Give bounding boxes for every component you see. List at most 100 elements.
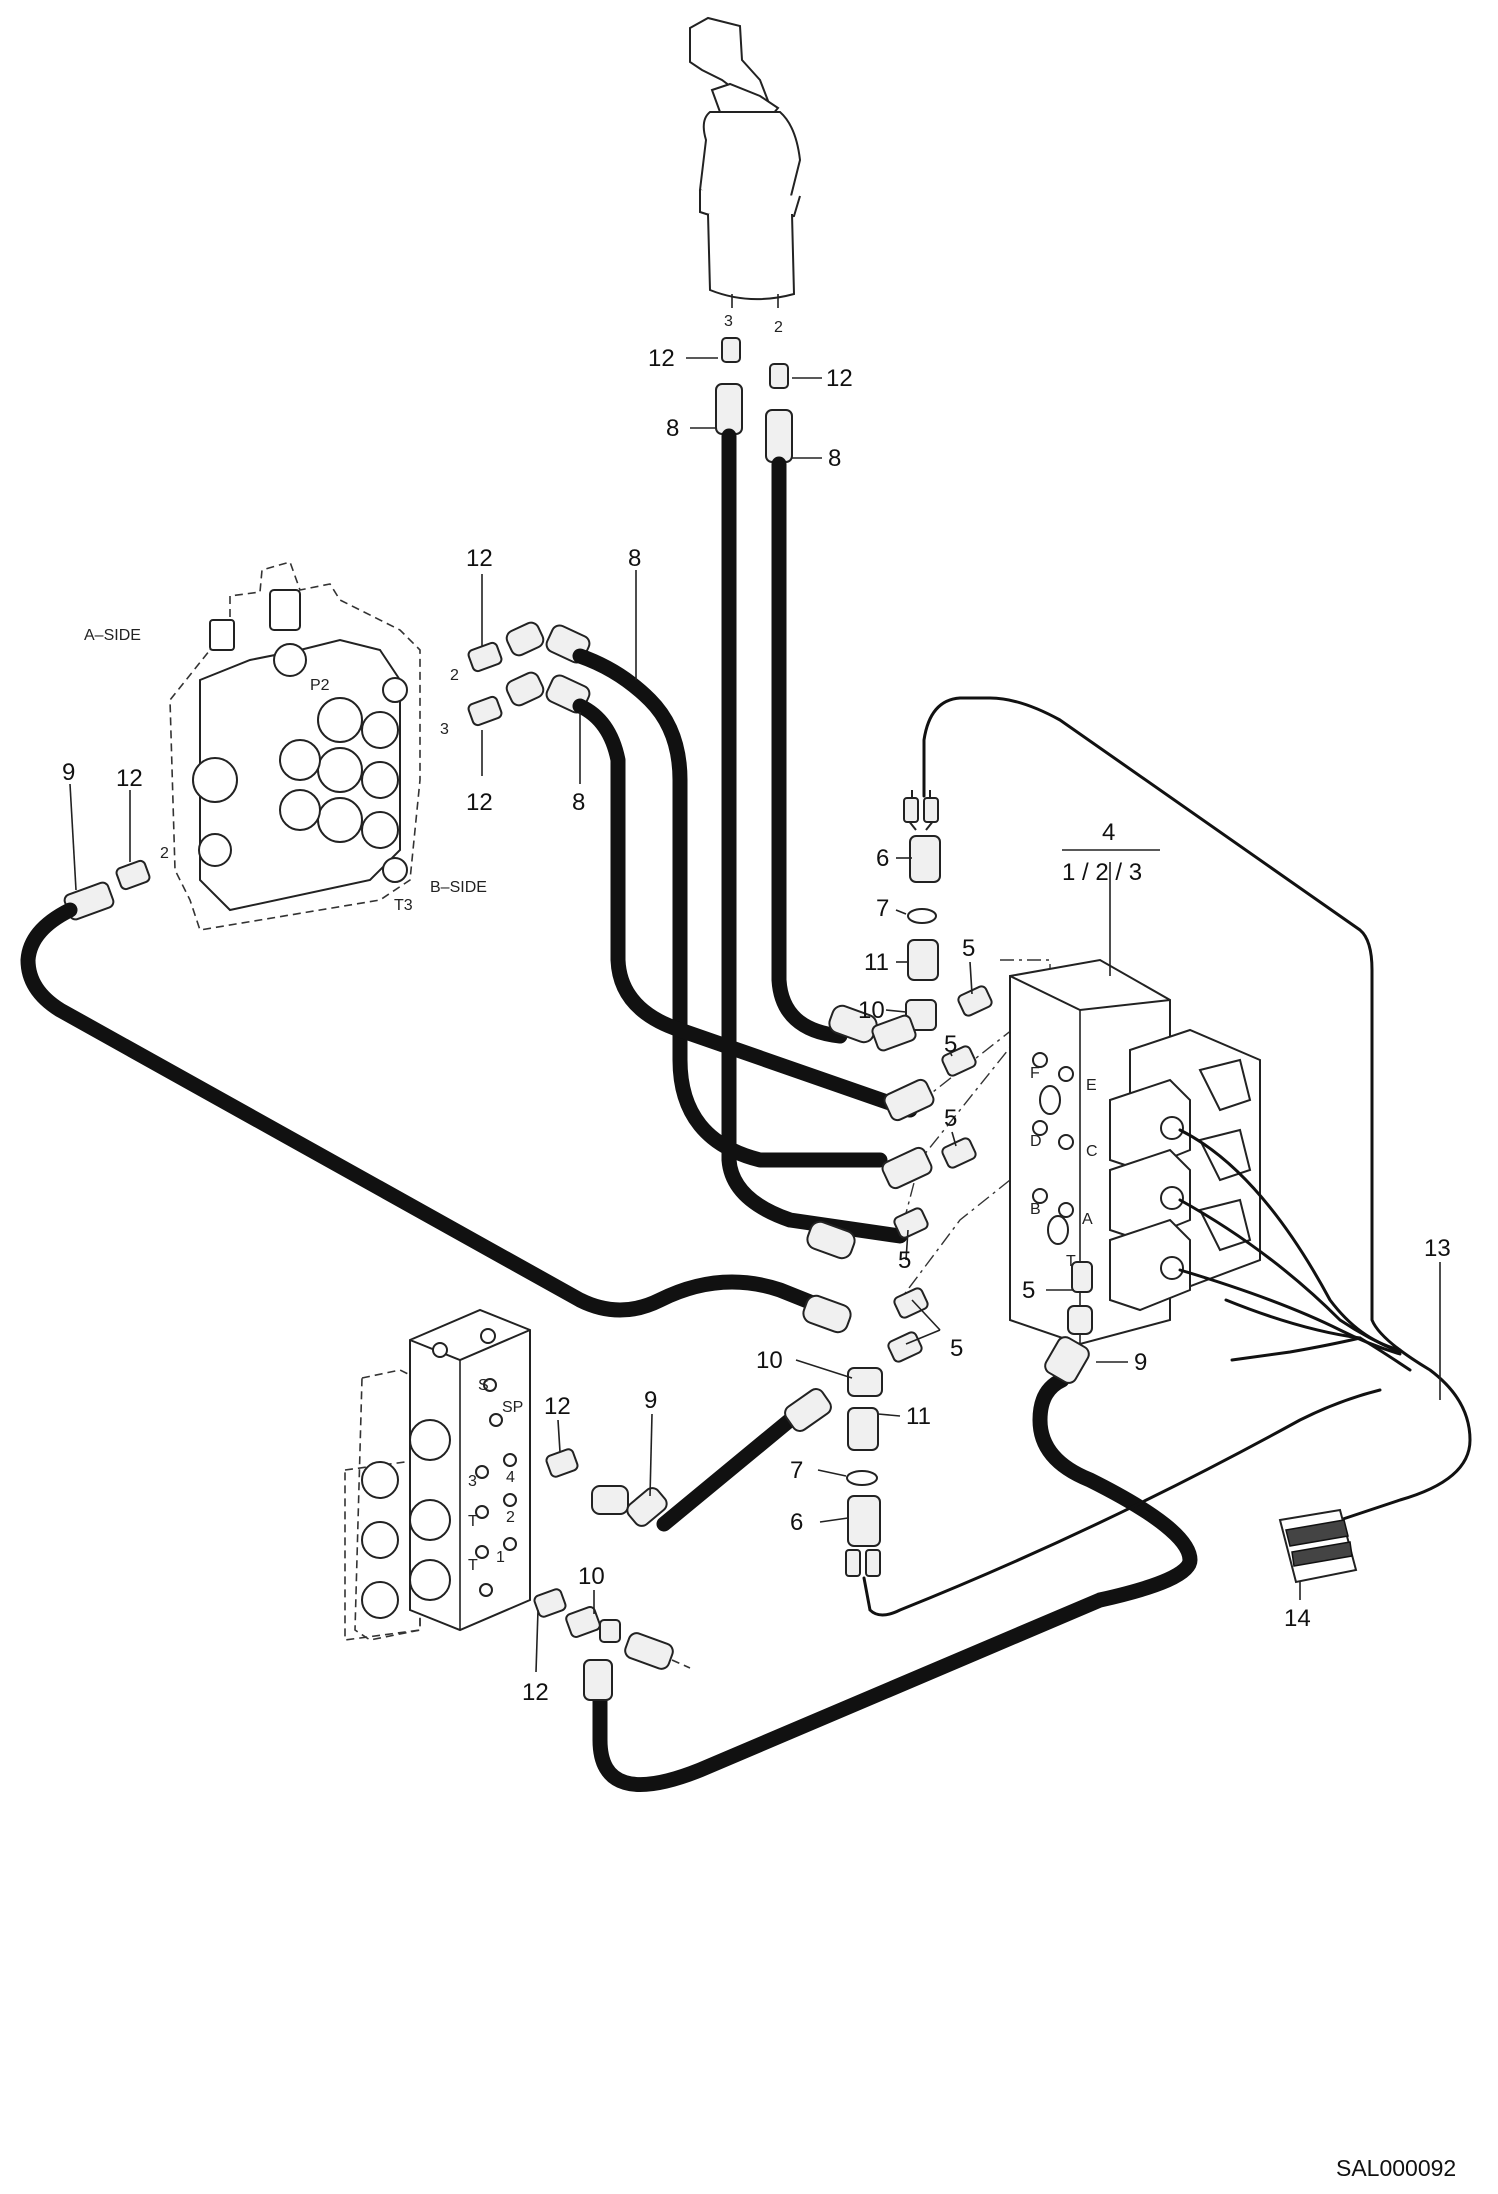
- fitting-5-f: [887, 1331, 923, 1363]
- joystick-port-2: 2: [774, 319, 783, 336]
- hose-9-return: [592, 1372, 1198, 1792]
- solenoid-port-d: D: [1030, 1133, 1042, 1150]
- drawing-id: SAL000092: [1336, 2155, 1456, 2181]
- pilot-port-3: 3: [468, 1473, 477, 1490]
- elbow-top: [505, 621, 545, 657]
- callout-5-e: 5: [1022, 1277, 1035, 1304]
- solenoid-port-e: E: [1086, 1077, 1097, 1094]
- solenoid-port-a: A: [1082, 1211, 1093, 1228]
- hose-end-bottom-pilot: [583, 1659, 613, 1701]
- callout-5-c: 5: [944, 1105, 957, 1132]
- adapter-11-mid: [847, 1407, 879, 1451]
- hose-8-mid-route: [572, 698, 918, 1118]
- fitting-12-valve-bottom: [467, 695, 503, 727]
- callout-11-mid: 11: [906, 1403, 931, 1430]
- pilot-valve-block: [344, 1308, 531, 1641]
- callout-7-top: 7: [876, 895, 889, 922]
- solenoid-port-f: F: [1030, 1065, 1040, 1082]
- pilot-port-4: 4: [506, 1469, 515, 1486]
- hose-end-8-joystick-right: [765, 409, 793, 463]
- o-ring-7-mid: [846, 1470, 878, 1486]
- main-valve-port-t3: T3: [394, 897, 413, 914]
- hose-end-9-pilot: [626, 1487, 668, 1527]
- hose-end-8-joystick-left: [715, 383, 743, 435]
- fitting-12-valve-left: [115, 859, 151, 891]
- wiring-harness: [862, 696, 1472, 1617]
- tee-10-mid: [847, 1367, 883, 1397]
- solenoid-port-b: B: [1030, 1201, 1041, 1218]
- pilot-port-t-1: T: [468, 1513, 478, 1530]
- connector-14: [1278, 1508, 1358, 1584]
- main-control-valve: [169, 561, 421, 931]
- fitting-5-d: [893, 1207, 929, 1239]
- callout-8-mid: 8: [572, 789, 585, 816]
- callout-12-bottom: 12: [522, 1679, 549, 1706]
- callout-12-joystick-left: 12: [648, 345, 675, 372]
- main-valve-port-2-b: 2: [160, 845, 169, 862]
- elbow-9-pilot: [591, 1485, 629, 1515]
- callout-5-b: 5: [944, 1031, 957, 1058]
- pilot-port-t-2: T: [468, 1557, 478, 1574]
- pressure-switch-6-top: [909, 835, 941, 883]
- fitting-12-valve-top: [467, 641, 503, 673]
- callout-9-pilot: 9: [644, 1387, 657, 1414]
- elbow-lower: [806, 1220, 856, 1260]
- pilot-port-1: 1: [496, 1549, 505, 1566]
- callout-9-left: 9: [62, 759, 75, 786]
- fitting-5-a: [957, 985, 993, 1017]
- solenoid-valve-block: [899, 958, 1261, 1346]
- hose-end-upper: [883, 1078, 935, 1122]
- callout-13: 13: [1424, 1235, 1451, 1262]
- hose-end-middle: [881, 1146, 933, 1190]
- fitting-9-right: [1067, 1305, 1093, 1335]
- callout-10-bottom: 10: [578, 1563, 605, 1590]
- o-ring-7-top: [907, 908, 937, 924]
- fitting-5-e: [893, 1287, 929, 1319]
- tee-10-bottom-branch: [599, 1619, 621, 1643]
- fitting-5-t: [1071, 1261, 1093, 1293]
- adapter-11-top: [907, 939, 939, 981]
- callout-5-f: 5: [950, 1335, 963, 1362]
- pressure-switch-6-mid: [847, 1495, 881, 1547]
- hose-9-pilot: [656, 1412, 798, 1532]
- fitting-12-bottom: [533, 1588, 567, 1618]
- plug-bottom: [624, 1632, 674, 1670]
- callout-8-top: 8: [628, 545, 641, 572]
- a-side-label: A–SIDE: [84, 627, 141, 644]
- hose-end-9-right: [1044, 1336, 1090, 1384]
- pilot-port-s: S: [478, 1377, 489, 1394]
- hose-end-9-pilot-far: [784, 1388, 832, 1432]
- callout-8-joystick-left: 8: [666, 415, 679, 442]
- elbow-bottom: [505, 671, 545, 707]
- callout-11-top: 11: [864, 949, 889, 976]
- main-valve-port-2: 2: [450, 667, 459, 684]
- main-valve-port-3: 3: [440, 721, 449, 738]
- fitting-12-joystick-right: [769, 363, 789, 389]
- callout-4: 4: [1102, 819, 1115, 846]
- callout-7-mid: 7: [790, 1457, 803, 1484]
- callout-12-left: 12: [116, 765, 143, 792]
- callout-8-joystick-right: 8: [828, 445, 841, 472]
- callout-12-valve-top: 12: [466, 545, 493, 572]
- callout-12-valve-bottom: 12: [466, 789, 493, 816]
- callout-14: 14: [1284, 1605, 1311, 1632]
- callout-12-pilot: 12: [544, 1393, 571, 1420]
- hose-8-top-route: [572, 648, 888, 1168]
- b-side-label: B–SIDE: [430, 879, 487, 896]
- hose-8-joystick-right: [771, 456, 848, 1044]
- fitting-12-pilot: [545, 1448, 579, 1478]
- fitting-5-c: [941, 1137, 977, 1169]
- callout-10-top: 10: [858, 997, 885, 1024]
- joystick-assembly: [689, 16, 802, 308]
- callout-6-top: 6: [876, 845, 889, 872]
- leader-lines: [69, 357, 1441, 1673]
- hose-8-joystick-left: [721, 428, 908, 1244]
- hose-9-long: [20, 902, 838, 1318]
- fitting-12-joystick-left: [721, 337, 741, 363]
- callout-5-d: 5: [898, 1247, 911, 1274]
- callout-4-variants: 1 / 2 / 3: [1062, 859, 1142, 886]
- tee-10-bottom: [565, 1606, 601, 1638]
- tee-10-top-branch: [871, 1014, 917, 1052]
- callout-10-mid: 10: [756, 1347, 783, 1374]
